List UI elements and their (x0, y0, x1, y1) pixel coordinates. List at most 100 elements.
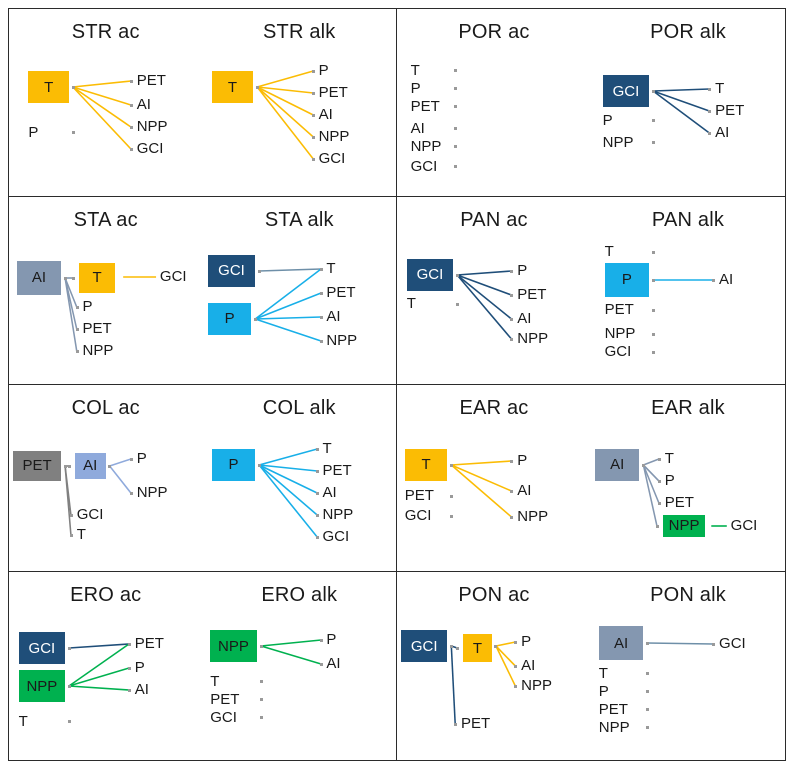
target-npp[interactable]: NPP (662, 514, 706, 537)
target-gci[interactable]: GCI (136, 140, 164, 157)
node-gci[interactable]: GCI (410, 157, 438, 175)
node-p[interactable]: P (208, 302, 251, 335)
target-npp[interactable]: NPP (326, 331, 358, 349)
target-t[interactable]: T (78, 262, 116, 293)
target-t[interactable]: T (715, 80, 725, 97)
target-npp[interactable]: NPP (517, 507, 549, 525)
target-ai[interactable]: AI (719, 270, 734, 288)
target-npp[interactable]: NPP (136, 483, 168, 501)
target-ai[interactable]: AI (134, 681, 149, 699)
node-pet[interactable]: PET (604, 301, 634, 319)
target-npp[interactable]: NPP (318, 128, 350, 145)
node-ai[interactable]: AI (598, 626, 644, 661)
target-npp[interactable]: NPP (322, 505, 354, 523)
target-npp[interactable]: NPP (136, 118, 168, 135)
target-t[interactable]: T (664, 449, 674, 467)
target-pet[interactable]: PET (318, 84, 348, 101)
edge-line (64, 277, 78, 308)
target-pet[interactable]: PET (517, 285, 547, 303)
node-ai[interactable]: AI (16, 260, 62, 295)
target-pet[interactable]: PET (461, 715, 491, 733)
target-gci[interactable]: GCI (159, 267, 187, 285)
node-pet[interactable]: PET (210, 690, 240, 708)
target-t[interactable]: T (326, 259, 336, 277)
node-npp[interactable]: NPP (604, 325, 636, 343)
target-ai[interactable]: AI (521, 657, 536, 675)
target-p[interactable]: P (134, 659, 145, 677)
target-gci[interactable]: GCI (730, 516, 758, 534)
target-pet[interactable]: PET (326, 283, 356, 301)
node-p[interactable]: P (602, 111, 613, 129)
target-pet[interactable]: PET (82, 319, 112, 337)
node-gci[interactable]: GCI (604, 343, 632, 361)
node-npp[interactable]: NPP (410, 137, 442, 155)
node-gci[interactable]: GCI (18, 632, 66, 665)
node-t[interactable]: T (28, 71, 69, 103)
target-ai[interactable]: AI (318, 106, 333, 123)
node-gci[interactable]: GCI (210, 708, 237, 726)
node-t[interactable]: T (210, 672, 220, 690)
target-p[interactable]: P (318, 62, 329, 79)
node-t[interactable]: T (406, 295, 416, 313)
target-t[interactable]: T (76, 525, 86, 543)
target-p[interactable]: P (664, 471, 675, 489)
target-pet[interactable]: PET (134, 635, 164, 653)
edge-line (256, 86, 314, 160)
node-p[interactable]: P (410, 79, 421, 97)
target-ai[interactable]: AI (715, 124, 730, 141)
target-pet[interactable]: PET (664, 493, 694, 511)
node-p[interactable]: P (598, 682, 609, 700)
target-pet[interactable]: PET (715, 102, 745, 119)
node-pet[interactable]: PET (12, 450, 62, 481)
target-p[interactable]: P (517, 451, 528, 469)
node-gci[interactable]: GCI (404, 507, 432, 524)
node-pet[interactable]: PET (410, 97, 440, 115)
node-pet[interactable]: PET (598, 700, 628, 718)
node-gci[interactable]: GCI (406, 258, 454, 291)
target-t[interactable]: T (322, 439, 332, 457)
node-gci[interactable]: GCI (602, 75, 650, 107)
node-p[interactable]: P (28, 123, 39, 141)
target-p[interactable]: P (326, 631, 337, 649)
node-t[interactable]: T (598, 664, 608, 682)
node-p[interactable]: P (212, 448, 255, 481)
node-p[interactable]: P (604, 262, 650, 297)
node-npp[interactable]: NPP (18, 670, 66, 703)
node-t[interactable]: T (404, 448, 448, 481)
target-ai[interactable]: AI (136, 96, 151, 113)
target-pet[interactable]: PET (322, 461, 352, 479)
target-p[interactable]: P (517, 261, 528, 279)
node-t[interactable]: T (410, 61, 420, 79)
target-t[interactable]: T (462, 634, 493, 663)
target-pet[interactable]: PET (136, 72, 166, 89)
node-pet[interactable]: PET (404, 487, 434, 504)
target-ai[interactable]: AI (322, 483, 337, 501)
edge-line (254, 268, 321, 320)
target-ai[interactable]: AI (517, 309, 532, 327)
node-ai[interactable]: AI (594, 448, 640, 481)
target-npp[interactable]: NPP (517, 329, 549, 347)
node-t[interactable]: T (604, 243, 614, 261)
target-ai[interactable]: AI (326, 655, 341, 673)
target-gci[interactable]: GCI (76, 505, 104, 523)
target-p[interactable]: P (82, 297, 93, 315)
node-npp[interactable]: NPP (210, 630, 257, 663)
node-gci[interactable]: GCI (208, 254, 255, 287)
node-npp[interactable]: NPP (602, 133, 634, 151)
target-p[interactable]: P (136, 449, 147, 467)
target-ai[interactable]: AI (74, 452, 106, 479)
target-gci[interactable]: GCI (719, 635, 746, 653)
target-npp[interactable]: NPP (521, 677, 552, 695)
node-t[interactable]: T (212, 71, 253, 103)
target-ai[interactable]: AI (326, 307, 341, 325)
target-npp[interactable]: NPP (82, 341, 114, 359)
node-gci[interactable]: GCI (400, 630, 448, 663)
target-p[interactable]: P (521, 633, 532, 651)
target-ai[interactable]: AI (517, 481, 532, 499)
node-ai[interactable]: AI (410, 119, 425, 137)
node-t[interactable]: T (18, 712, 28, 730)
target-gci[interactable]: GCI (322, 527, 350, 545)
target-gci[interactable]: GCI (318, 150, 346, 167)
node-npp[interactable]: NPP (598, 718, 630, 736)
edge-anchor-tick (71, 86, 75, 89)
